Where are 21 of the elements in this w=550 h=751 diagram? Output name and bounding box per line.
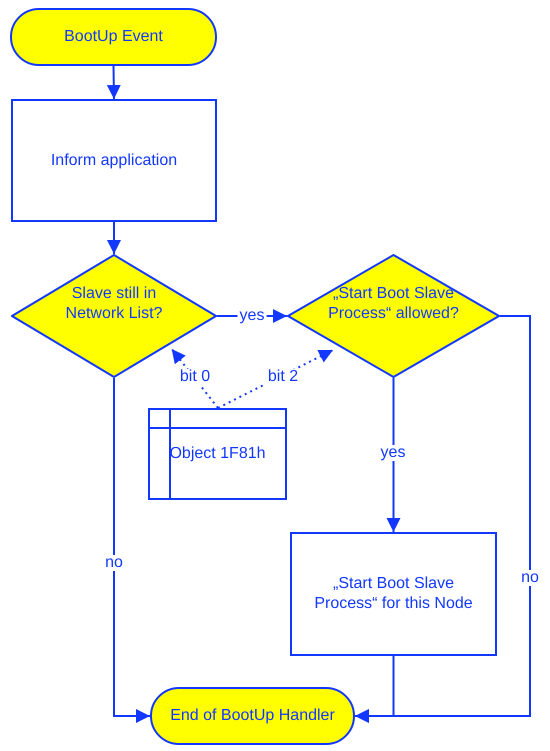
edge-label: bit 2 (266, 369, 300, 385)
edge-label: no (103, 555, 125, 571)
node-label: Slave still in Network List? (64, 284, 164, 324)
edge-label: bit 0 (178, 369, 212, 385)
node-label: Object 1F81h (169, 444, 266, 464)
arrow (106, 66, 121, 100)
arrow (386, 378, 400, 532)
object-box (148, 408, 287, 500)
arrow (113, 378, 150, 723)
edge-label: no (519, 570, 541, 586)
edge-label: yes (238, 308, 266, 324)
node-label: BootUp Event (64, 27, 163, 47)
node-label: Inform application (50, 150, 178, 170)
node-label: „Start Boot Slave Process“ allowed? (327, 284, 460, 324)
arrow (107, 222, 121, 254)
process-box (290, 532, 497, 656)
node-label: End of BootUp Handler (170, 706, 335, 726)
node-label: „Start Boot Slave Process“ for this Node (313, 574, 474, 614)
process-box (11, 99, 217, 222)
arrow (355, 656, 394, 723)
edge-label: yes (378, 445, 408, 461)
